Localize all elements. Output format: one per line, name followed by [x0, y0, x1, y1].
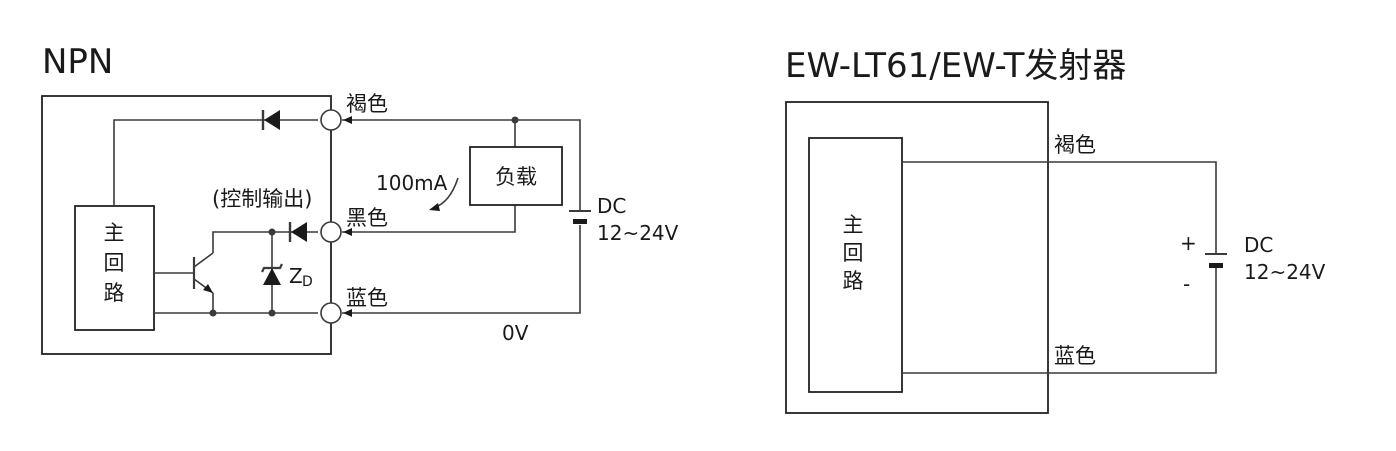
- black-wire-label: 黑色: [346, 206, 388, 230]
- collector-wire: [212, 231, 318, 253]
- plus-label: +: [1180, 231, 1197, 255]
- zener-label-sub: D: [302, 274, 313, 290]
- emitter-voltage-label: 12~24V: [1244, 260, 1326, 284]
- junction-dot: [268, 309, 276, 317]
- emitter-brown-wire: [902, 161, 1217, 253]
- emitter-main-circuit-char-1: 主: [843, 213, 864, 237]
- brown-wire-label: 褐色: [346, 92, 388, 116]
- voltage-label: 12~24V: [597, 221, 679, 245]
- dc-label: DC: [597, 194, 626, 218]
- brown-diode-icon: [261, 110, 280, 130]
- current-label: 100mA: [376, 171, 448, 195]
- npn-transistor-icon: [192, 252, 214, 294]
- main-circuit-char-3: 路: [104, 281, 125, 305]
- blue-wire-label: 蓝色: [346, 286, 388, 310]
- npn-title: NPN: [42, 42, 113, 82]
- minus-label: -: [1183, 272, 1190, 296]
- emitter-battery-icon: [1205, 253, 1227, 268]
- black-terminal: [320, 221, 342, 243]
- brown-external-wire: [342, 119, 581, 210]
- load-label: 负载: [495, 165, 537, 189]
- blue-arrow-icon: [343, 309, 352, 317]
- emitter-title: EW-LT61/EW-T发射器: [785, 46, 1126, 86]
- brown-internal-wire: [113, 119, 318, 206]
- battery-icon: [569, 210, 591, 224]
- black-external-wire: [342, 205, 516, 233]
- current-arrowhead-icon: [429, 203, 440, 211]
- emitter-brown-label: 褐色: [1054, 133, 1096, 157]
- sensor-housing: [41, 95, 332, 355]
- emitter-housing: [785, 101, 1049, 414]
- main-circuit-char-1: 主: [104, 221, 125, 245]
- load-box: [469, 146, 563, 206]
- black-diode-icon: [288, 222, 307, 242]
- blue-terminal: [320, 302, 342, 324]
- zero-volt-label: 0V: [502, 321, 529, 345]
- emitter-blue-label: 蓝色: [1054, 344, 1096, 368]
- brown-arrow-icon: [343, 116, 352, 124]
- zener-label: Z: [289, 264, 303, 288]
- brown-terminal: [320, 109, 342, 131]
- emitter-main-circuit-char-3: 路: [843, 269, 864, 293]
- emitter-dc-label: DC: [1244, 233, 1273, 257]
- emitter-main-circuit-box: [808, 137, 903, 393]
- emitter-blue-wire: [902, 268, 1217, 374]
- blue-external-wire: [342, 225, 581, 314]
- npn-diagram: NPN 主 回 路: [41, 42, 679, 355]
- junction-dot: [209, 309, 217, 317]
- black-arrow-icon: [343, 228, 352, 236]
- emitter-main-circuit-char-2: 回: [843, 241, 864, 265]
- emitter-diagram: EW-LT61/EW-T发射器 主 回 路 褐色 蓝色 + - DC 12~24…: [785, 46, 1326, 414]
- main-circuit-char-2: 回: [104, 251, 125, 275]
- control-output-label: (控制输出): [212, 187, 312, 211]
- junction-dot: [268, 228, 276, 236]
- zener-diode-icon: [261, 263, 283, 285]
